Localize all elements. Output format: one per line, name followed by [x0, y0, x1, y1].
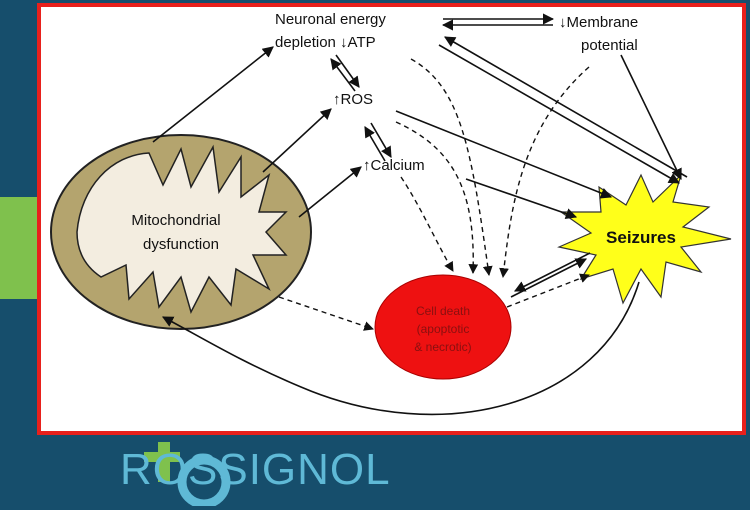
dashed-arrows	[278, 58, 590, 331]
svg-text:R: R	[192, 466, 215, 502]
seizures-label: Seizures	[606, 228, 676, 247]
cell-death-line2: (apoptotic	[417, 322, 470, 336]
tr-logo-icon: R	[144, 442, 231, 506]
membrane-label-line1: ↓Membrane	[559, 14, 638, 31]
mito-label-line1: Mitochondrial	[131, 212, 220, 229]
calcium-label: ↑Calcium	[363, 157, 425, 174]
cell-death-line1: Cell death	[416, 304, 470, 318]
energy-label-line1: Neuronal energy	[275, 11, 386, 28]
membrane-label-line2: potential	[581, 37, 638, 54]
accent-bar	[0, 197, 40, 299]
mito-label-line2: dysfunction	[143, 236, 219, 253]
mitochondrion-shape	[50, 134, 312, 330]
solid-arrows	[152, 13, 688, 416]
pathway-diagram: Mitochondrial dysfunction Cell death (ap…	[50, 11, 732, 416]
ros-label: ↑ROS	[333, 91, 373, 108]
brand-name: ROSSIGNOL	[120, 445, 391, 494]
diagram-frame: Mitochondrial dysfunction Cell death (ap…	[37, 3, 746, 435]
energy-label-line2: depletion ↓ATP	[275, 34, 376, 51]
cell-death-line3: & necrotic)	[414, 340, 471, 354]
cell-death-node	[374, 274, 512, 380]
